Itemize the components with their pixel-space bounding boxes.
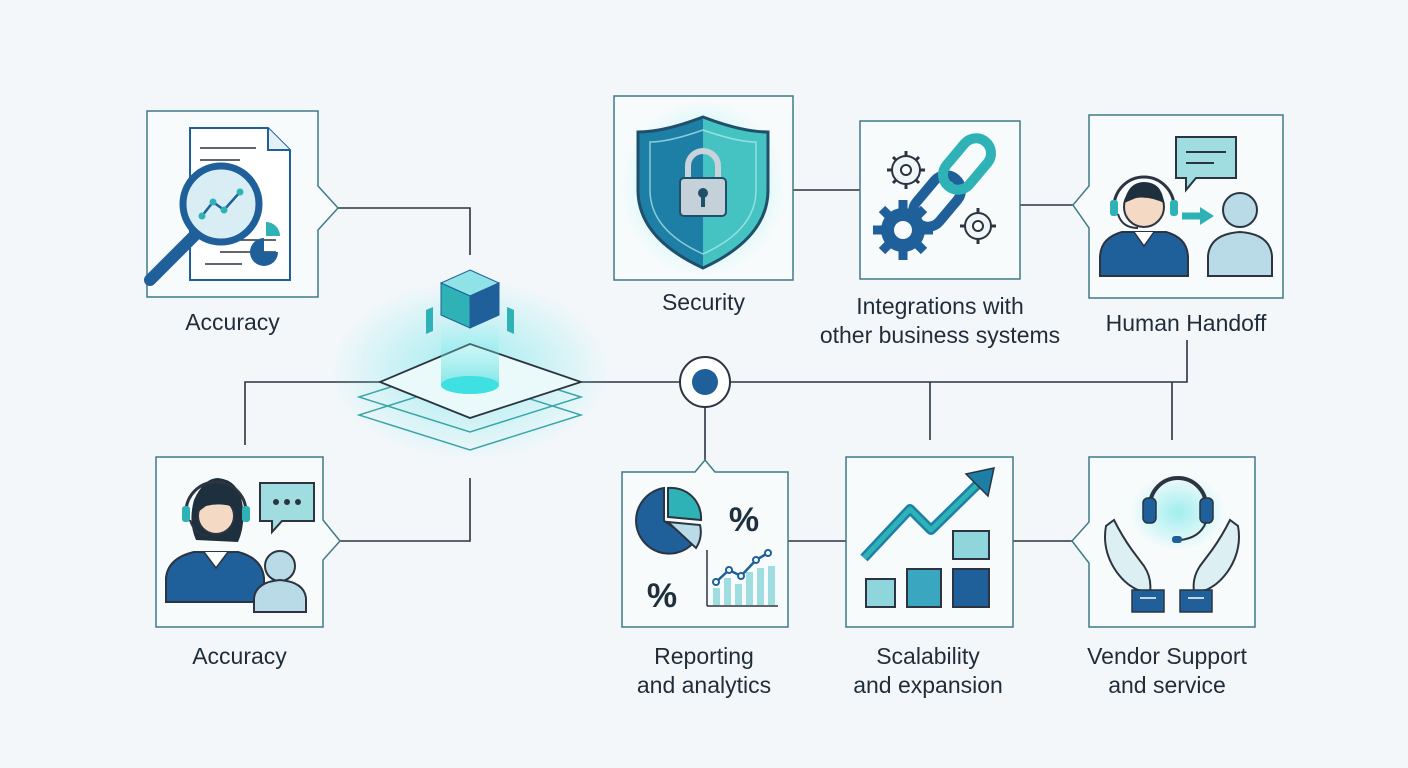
chain-link-icon [908,133,996,232]
label-accuracy-top: Accuracy [147,308,318,337]
label-vendor-support: Vendor Support and service [1062,642,1272,700]
label-line: Security [661,289,746,315]
label-line: Vendor Support [1087,643,1247,669]
label-line: Accuracy [192,643,287,669]
label-line: Reporting [654,643,754,669]
label-integrations: Integrations with other business systems [790,292,1090,350]
label-line: and service [1108,672,1226,698]
gear-small-top-icon [891,155,921,185]
percent-label-bottom: % [647,577,677,615]
label-line: and expansion [853,672,1003,698]
hub-platform [330,269,610,460]
support-agent-chat-icon [165,478,315,613]
headset-hands-icon [1104,474,1240,613]
label-reporting: Reporting and analytics [604,642,804,700]
growth-bars-icon [860,467,995,608]
label-scalability: Scalability and expansion [828,642,1028,700]
connector-accuracy-top [338,207,471,255]
cube-icon [439,269,501,329]
document-magnifier-icon [144,127,291,286]
gear-small-right-icon [964,212,992,240]
chain-gears-icon [873,133,996,260]
label-line: other business systems [819,322,1061,348]
card-integrations [859,120,1021,280]
shield-lock-icon [621,100,785,276]
label-line: Accuracy [185,309,280,335]
percent-label-top: % [729,501,759,539]
connector-accuracy-bottom [340,478,471,542]
agent-handoff-icon [1099,136,1273,277]
label-accuracy-bottom: Accuracy [156,642,323,671]
label-line: Integrations with [856,293,1024,319]
junction-node-icon [679,356,731,408]
analytics-charts-icon: % % [635,486,778,615]
label-line: Scalability [876,643,980,669]
label-human-handoff: Human Handoff [1086,309,1286,338]
label-security: Security [614,288,793,317]
label-line: and analytics [636,672,772,698]
gear-large-icon [873,200,933,260]
label-line: Human Handoff [1105,310,1267,336]
